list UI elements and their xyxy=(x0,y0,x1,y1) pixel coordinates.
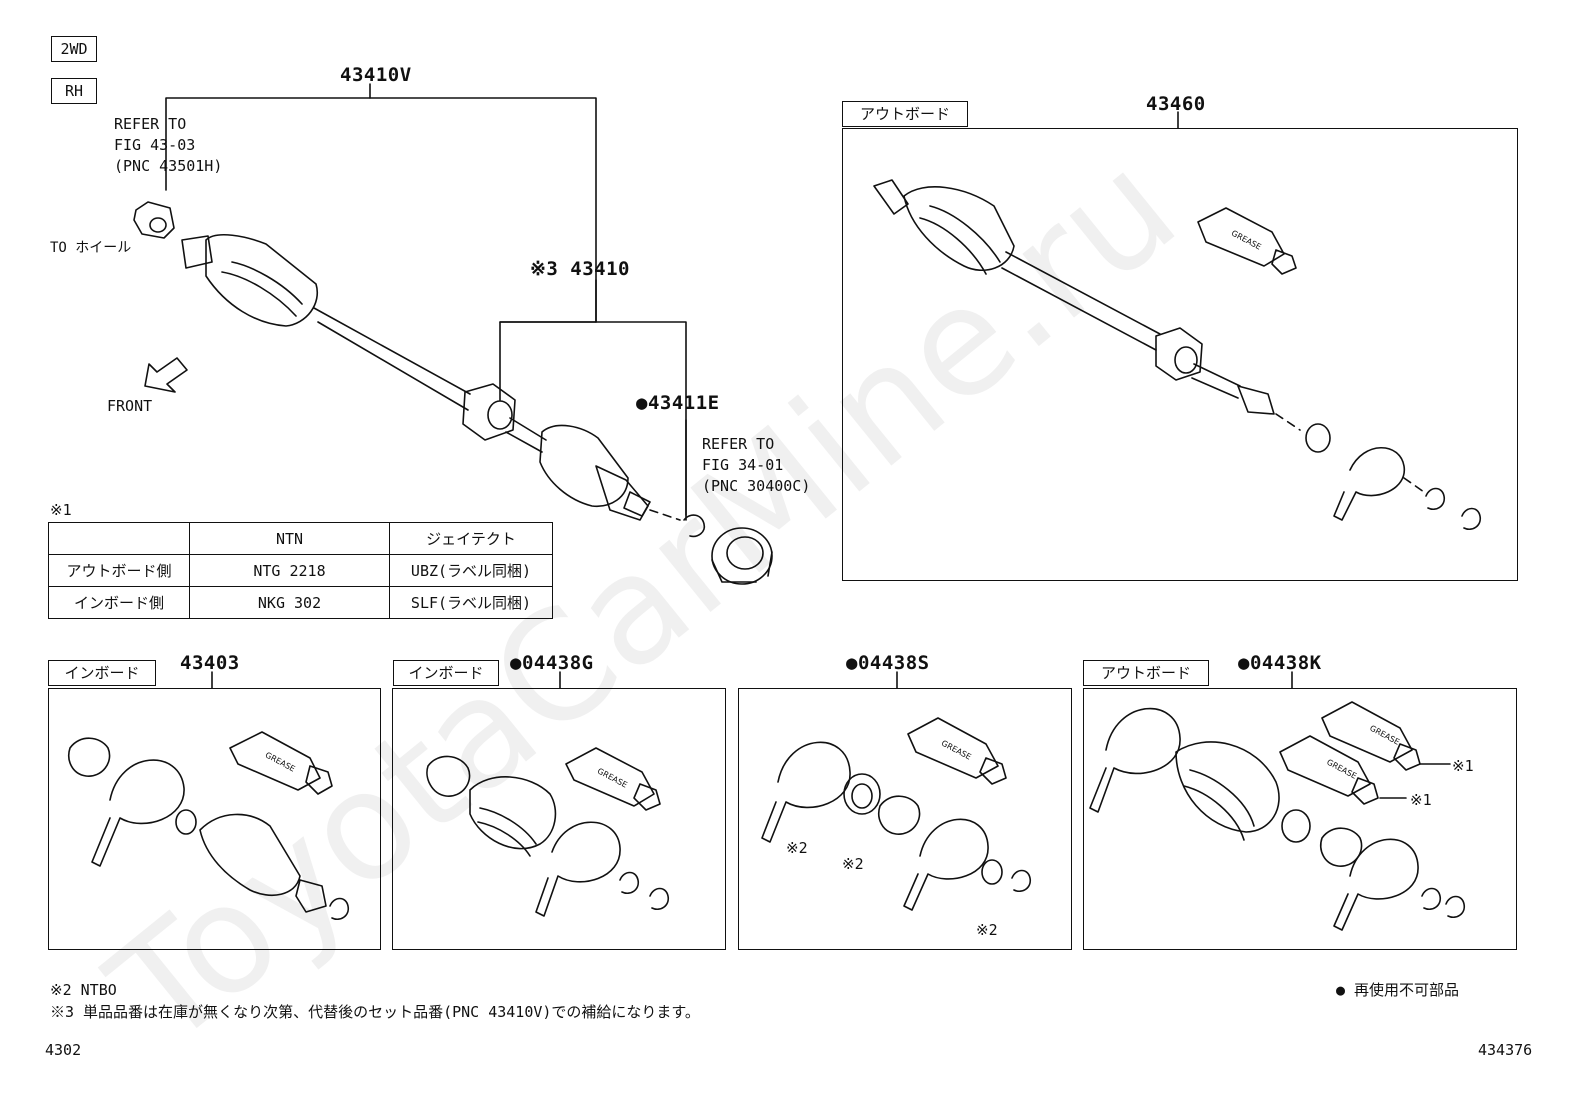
outboard-boot-part-number[interactable]: ●04438K xyxy=(1238,652,1322,674)
to-wheel-label: TO ホイール xyxy=(50,240,132,256)
tag-2wd: 2WD xyxy=(51,36,97,62)
table-cell: SLF(ラベル同梱) xyxy=(389,586,553,619)
table-header-cell: ジェイテクト xyxy=(389,522,553,555)
legend-non-reusable: ● 再使用不可部品 xyxy=(1336,981,1460,999)
grease-label: GREASE xyxy=(940,739,973,762)
snap-ring-part-number[interactable]: ●43411E xyxy=(636,392,720,414)
front-label: FRONT xyxy=(107,397,153,415)
leader-assembly xyxy=(165,97,597,401)
panel-inboard-joint xyxy=(48,688,381,950)
callout-grease-2: ※1 xyxy=(1410,791,1432,809)
inboard-boot-kit-icon xyxy=(426,755,670,917)
outboard-shaft-icon xyxy=(873,179,1482,531)
refer-hub-line1: REFER TO xyxy=(114,115,187,133)
grease-tube-icon: GREASE xyxy=(907,717,1007,785)
spec-table: NTN ジェイテクト アウトボード側 NTG 2218 UBZ(ラベル同梱) イ… xyxy=(48,522,553,619)
tag-rh: RH xyxy=(51,78,97,104)
panel-inboard-joint-tag: インボード xyxy=(48,660,156,686)
page-number-left: 4302 xyxy=(45,1041,82,1059)
grease-label: GREASE xyxy=(1325,758,1358,781)
page-number-right: 434376 xyxy=(1478,1041,1533,1059)
grease-tube-icon: GREASE xyxy=(1321,701,1451,771)
table-header-cell: NTN xyxy=(189,522,390,555)
grease-tube-icon: GREASE xyxy=(565,747,661,811)
grease-label: GREASE xyxy=(264,750,297,773)
bearing-icon xyxy=(711,527,773,585)
refer-hub-line2: FIG 43-03 xyxy=(114,136,196,154)
panel-inboard-boot xyxy=(392,688,726,950)
grease-tube-icon: GREASE xyxy=(1279,735,1407,805)
note-supply: ※3 単品品番は在庫が無くなり次第、代替後のセット品番(PNC 43410V)で… xyxy=(50,1003,700,1021)
inboard-joint-icon xyxy=(68,737,350,921)
boot-kit-part-number[interactable]: ●04438S xyxy=(846,652,930,674)
note-ntbo: ※2 NTBO xyxy=(50,981,117,999)
boot-band-kit-icon xyxy=(761,741,1032,911)
panel-outboard-boot xyxy=(1083,688,1517,950)
table-cell: アウトボード側 xyxy=(48,554,190,587)
callout-grease-1: ※1 xyxy=(1452,757,1474,775)
panel-outboard-shaft-tag: アウトボード xyxy=(842,101,968,127)
refer-bearing-line2: FIG 34-01 xyxy=(702,456,784,474)
refer-hub-line3[interactable]: (PNC 43501H) xyxy=(114,157,223,175)
inboard-boot-part-number[interactable]: ●04438G xyxy=(510,652,594,674)
table-header-cell xyxy=(48,522,190,555)
shaft-part-number[interactable]: ※3 43410 xyxy=(530,258,630,280)
spec-table-note: ※1 xyxy=(50,501,72,519)
grease-label: GREASE xyxy=(1230,229,1263,252)
grease-label: GREASE xyxy=(596,766,629,789)
snap-ring-icon xyxy=(683,514,706,538)
drive-shaft-icon xyxy=(181,234,681,521)
table-cell: インボード側 xyxy=(48,586,190,619)
inboard-joint-part-number[interactable]: 43403 xyxy=(180,652,240,674)
table-row: アウトボード側 NTG 2218 UBZ(ラベル同梱) xyxy=(48,554,553,587)
grease-label: GREASE xyxy=(1368,724,1401,747)
refer-bearing-line1: REFER TO xyxy=(702,435,775,453)
callout-ntbo-3: ※2 xyxy=(976,921,998,939)
front-arrow-icon xyxy=(144,357,188,393)
outboard-boot-kit-icon xyxy=(1089,707,1466,931)
outboard-shaft-part-number[interactable]: 43460 xyxy=(1146,93,1206,115)
grease-tube-icon: GREASE xyxy=(1197,207,1297,275)
table-cell: NTG 2218 xyxy=(189,554,390,587)
callout-ntbo-1: ※2 xyxy=(786,839,808,857)
grease-tube-icon: GREASE xyxy=(229,731,333,795)
table-row: NTN ジェイテクト xyxy=(48,522,553,555)
table-row: インボード側 NKG 302 SLF(ラベル同梱) xyxy=(48,586,553,619)
panel-boot-kit xyxy=(738,688,1072,950)
table-cell: NKG 302 xyxy=(189,586,390,619)
hub-nut-icon xyxy=(133,201,175,239)
refer-bearing-line3[interactable]: (PNC 30400C) xyxy=(702,477,811,495)
callout-ntbo-2: ※2 xyxy=(842,855,864,873)
panel-outboard-boot-tag: アウトボード xyxy=(1083,660,1209,686)
leader-shaft xyxy=(499,321,687,521)
panel-outboard-shaft xyxy=(842,128,1518,581)
panel-inboard-boot-tag: インボード xyxy=(393,660,499,686)
assembly-part-number[interactable]: 43410V xyxy=(340,64,412,86)
